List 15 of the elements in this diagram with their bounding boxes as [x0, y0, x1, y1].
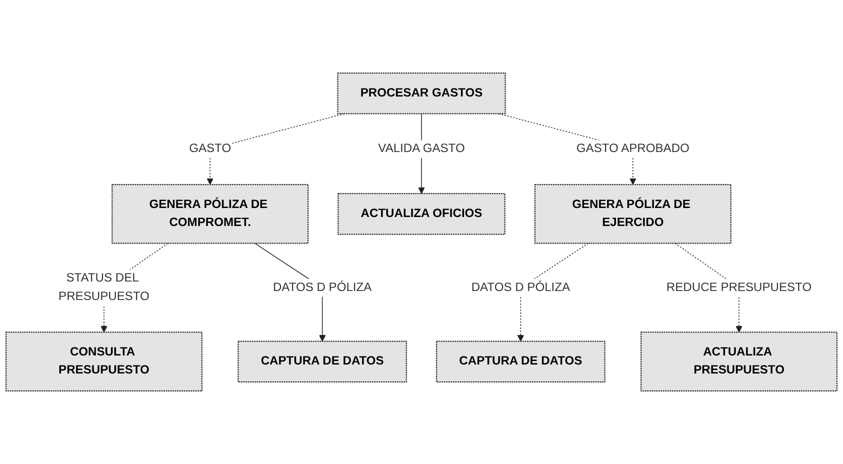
node-box — [5, 332, 202, 392]
node-box — [534, 184, 732, 244]
edge-label: VALIDA GASTO — [378, 142, 465, 156]
node-box — [436, 340, 606, 382]
edge-label: REDUCE PRESUPUESTO — [666, 280, 812, 294]
edge-label: DATOS D PÓLIZA — [272, 280, 372, 294]
edge-label: GASTO APROBADO — [576, 142, 690, 156]
node-box — [640, 332, 838, 392]
node-box — [338, 193, 506, 235]
edge-label: STATUS DEL PRESUPUESTO — [58, 272, 150, 303]
node-box — [112, 184, 309, 244]
edge-label: GASTO — [189, 142, 232, 156]
edge-label: DATOS D PÓLIZA — [471, 280, 570, 294]
node-box — [337, 72, 506, 114]
node-box — [238, 340, 407, 382]
